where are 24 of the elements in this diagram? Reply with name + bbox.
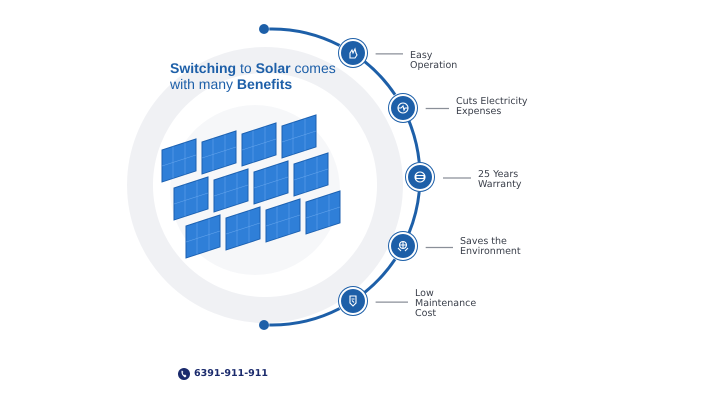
leader-line	[443, 177, 471, 179]
timeline-arc	[269, 28, 340, 47]
icon-circle	[340, 40, 365, 65]
benefit-label: Cuts Electricity Expenses	[456, 97, 531, 117]
icon-circle	[408, 165, 432, 189]
benefit-label: Low Maintenance Cost	[415, 289, 497, 319]
timeline-arc	[269, 307, 340, 326]
benefit-label: Saves the Environment	[460, 237, 522, 257]
timeline-arc	[364, 258, 396, 294]
timeline-arc	[364, 60, 396, 96]
benefit-label: Easy Operation	[410, 51, 460, 71]
leader-line	[376, 53, 403, 54]
leader-line	[426, 108, 449, 110]
timeline-arc	[408, 192, 421, 234]
phone-number: 6391-911-911	[194, 368, 268, 379]
timeline-arc	[408, 120, 421, 162]
title: Switching to Solar comes with many Benefits	[170, 60, 337, 92]
icon-circle	[340, 289, 365, 314]
icon-circle	[390, 234, 415, 258]
benefit-label: 25 Years Warranty	[478, 170, 528, 190]
leader-line	[426, 246, 453, 248]
leader-line	[376, 302, 408, 303]
end-dot	[259, 24, 270, 34]
icon-circle	[390, 96, 415, 120]
